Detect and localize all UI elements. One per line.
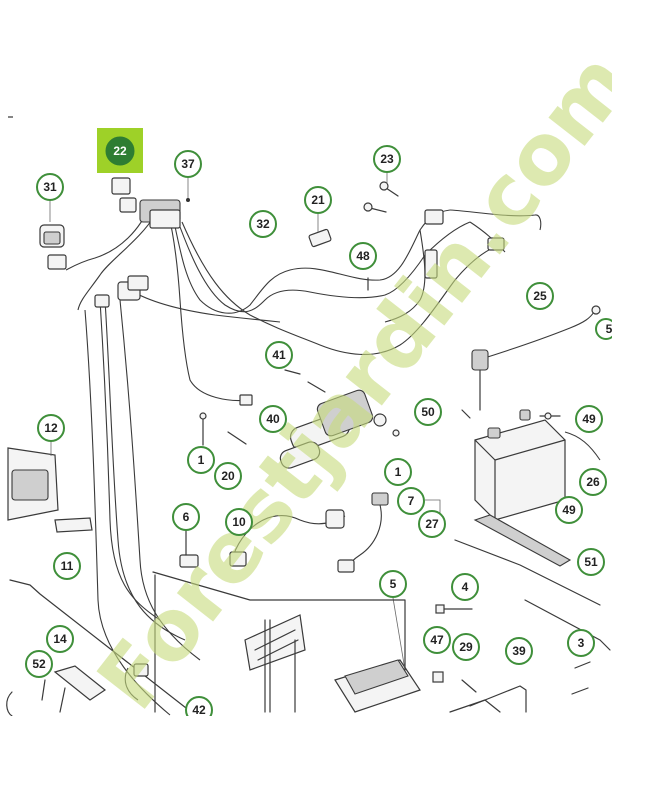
- callout-49[interactable]: 49: [555, 496, 583, 524]
- bottom-margin: [0, 716, 652, 800]
- part-10-harness: [229, 509, 346, 567]
- callout-22-label: 22: [113, 144, 127, 158]
- callout-48[interactable]: 48: [349, 242, 377, 270]
- part-23-bolts: [363, 172, 399, 213]
- edge-arc: [6, 691, 13, 717]
- part-3-bolts: [571, 661, 591, 695]
- callout-47[interactable]: 47: [423, 626, 451, 654]
- callout-26-label: 26: [586, 475, 600, 489]
- part-47-clip: [432, 671, 444, 683]
- callout-14[interactable]: 14: [46, 625, 74, 653]
- callout-6[interactable]: 6: [172, 503, 200, 531]
- part-21-fuse-holder: [308, 214, 332, 248]
- callout-52-label: 52: [32, 657, 46, 671]
- part-41-pin: [284, 369, 326, 393]
- part-6-connector: [179, 529, 199, 568]
- callout-26[interactable]: 26: [579, 468, 607, 496]
- callout-32-label: 32: [256, 217, 270, 231]
- callout-37-label: 37: [181, 157, 195, 171]
- callout-7-label: 7: [408, 494, 415, 508]
- callout-29[interactable]: 29: [452, 633, 480, 661]
- callout-51-label: 51: [584, 555, 598, 569]
- callout-12-label: 12: [44, 421, 58, 435]
- part-26-battery: [474, 409, 601, 521]
- callout-11-label: 11: [61, 559, 74, 573]
- callout-22[interactable]: 22: [105, 136, 135, 166]
- callout-1-label: 1: [395, 465, 402, 479]
- callout-3-label: 3: [578, 636, 585, 650]
- callout-6-label: 6: [183, 510, 190, 524]
- callout-14-label: 14: [53, 632, 67, 646]
- callouts: 22 37 31 23 21 32 48 25 41 40 50 49 12 1…: [25, 128, 617, 724]
- callout-42-label: 42: [192, 703, 206, 717]
- callout-31-label: 31: [43, 180, 57, 194]
- callout-32[interactable]: 32: [249, 210, 277, 238]
- callout-20-label: 20: [221, 469, 235, 483]
- callout-40[interactable]: 40: [259, 405, 287, 433]
- right-margin: [612, 0, 652, 800]
- part-5-module: [152, 571, 421, 713]
- part-14-pedal: [41, 665, 107, 713]
- callout-41-label: 41: [272, 348, 286, 362]
- part-7-key-switch: [337, 492, 441, 573]
- callout-5[interactable]: 5: [379, 570, 407, 598]
- relay-assembly: [111, 177, 190, 229]
- callout-49[interactable]: 49: [575, 405, 603, 433]
- part-25-battery-cable: [471, 305, 601, 411]
- callout-23-label: 23: [380, 152, 394, 166]
- callout-52[interactable]: 52: [25, 650, 53, 678]
- wiring-harness: [47, 204, 542, 716]
- callout-5-label: 5: [390, 577, 397, 591]
- callout-27-label: 27: [425, 517, 439, 531]
- callout-21-label: 21: [311, 193, 325, 207]
- callout-11[interactable]: 11: [53, 552, 81, 580]
- callout-12[interactable]: 12: [37, 414, 65, 442]
- callout-7[interactable]: 7: [397, 487, 425, 515]
- callout-47-label: 47: [430, 633, 444, 647]
- callout-23[interactable]: 23: [373, 145, 401, 173]
- callout-1-label: 1: [198, 453, 205, 467]
- callout-20[interactable]: 20: [214, 462, 242, 490]
- callout-41[interactable]: 41: [265, 341, 293, 369]
- callout-10-label: 10: [232, 515, 246, 529]
- part-11-label: [54, 517, 93, 533]
- callout-39-label: 39: [512, 644, 526, 658]
- callout-4[interactable]: 4: [451, 573, 479, 601]
- callout-31[interactable]: 31: [36, 173, 64, 201]
- callout-49-label: 49: [582, 412, 596, 426]
- callout-40-label: 40: [266, 412, 280, 426]
- callout-1[interactable]: 1: [187, 446, 215, 474]
- callout-29-label: 29: [459, 640, 473, 654]
- callout-48-label: 48: [356, 249, 370, 263]
- callout-21[interactable]: 21: [304, 186, 332, 214]
- part-31-switch: [39, 200, 65, 248]
- part-12-panel: [7, 441, 59, 521]
- callout-51[interactable]: 51: [577, 548, 605, 576]
- part-20-pin: [199, 412, 400, 446]
- callout-3[interactable]: 3: [567, 629, 595, 657]
- callout-49-label: 49: [562, 503, 576, 517]
- callout-1[interactable]: 1: [384, 458, 412, 486]
- part-51-strap: [473, 514, 572, 567]
- callout-25[interactable]: 25: [526, 282, 554, 310]
- callout-10[interactable]: 10: [225, 508, 253, 536]
- frame-lines: [9, 539, 611, 716]
- part-4-pin: [435, 604, 473, 614]
- callout-4-label: 4: [462, 580, 469, 594]
- part-42-connector: [124, 663, 149, 701]
- callout-50-label: 50: [421, 405, 435, 419]
- callout-50[interactable]: 50: [414, 398, 442, 426]
- part-39-bracket: [449, 685, 527, 713]
- part-29-bolt: [461, 679, 477, 693]
- watermark-text: Forestjardin.com: [79, 34, 650, 727]
- callout-39[interactable]: 39: [505, 637, 533, 665]
- callout-37[interactable]: 37: [174, 150, 202, 178]
- callout-5-partial-label: 5: [606, 322, 613, 336]
- callout-27[interactable]: 27: [418, 510, 446, 538]
- part-40-actuator: [279, 389, 387, 469]
- circuit-board: [244, 614, 306, 671]
- callout-25-label: 25: [533, 289, 547, 303]
